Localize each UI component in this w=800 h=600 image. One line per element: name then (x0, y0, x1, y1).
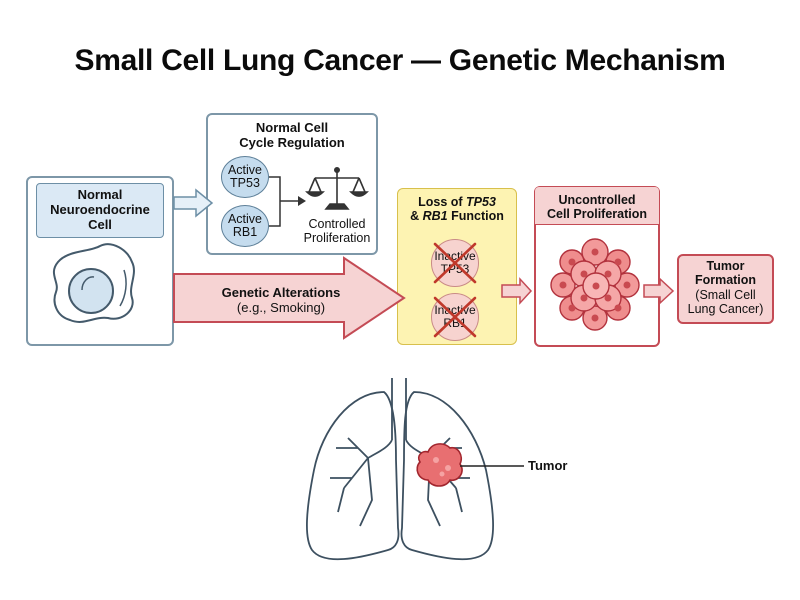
normal-cell-label-box (36, 183, 164, 238)
normal-cell-label: Normal Neuroendocrine Cell (50, 187, 150, 232)
tumor-blob-icon (416, 443, 463, 487)
inactive-rb1-x-icon (433, 296, 477, 338)
regulation-title: Normal Cell Cycle Regulation (239, 120, 345, 150)
lungs-icon (306, 378, 494, 561)
proliferation-title-band (535, 187, 659, 225)
proliferation-title: Uncontrolled Cell Proliferation (546, 193, 648, 222)
balance-scale-icon (305, 167, 369, 210)
to-regulation-arrow (173, 188, 214, 218)
inactive-tp53-x-icon (433, 242, 477, 284)
to-proliferation-arrow (501, 277, 533, 305)
genetic-alterations-label: Genetic Alterations (e.g., Smoking) (221, 285, 341, 315)
regulation-arrowhead (298, 196, 306, 206)
to-tumor-formation-arrow (643, 277, 675, 305)
tumor-label: Tumor (528, 458, 568, 473)
genetic-alterations-arrow (173, 256, 406, 340)
neuroendocrine-cell-icon (53, 243, 135, 323)
controlled-proliferation-label: Controlled Proliferation (303, 217, 371, 246)
cell-cluster-icon (550, 238, 640, 331)
page-title: Small Cell Lung Cancer — Genetic Mechani… (74, 44, 726, 77)
tumor-formation-panel (677, 254, 774, 324)
tumor-formation-label: Tumor Formation (Small Cell Lung Cancer) (687, 259, 764, 317)
loss-title: Loss of TP53 & RB1 Function (410, 195, 504, 224)
